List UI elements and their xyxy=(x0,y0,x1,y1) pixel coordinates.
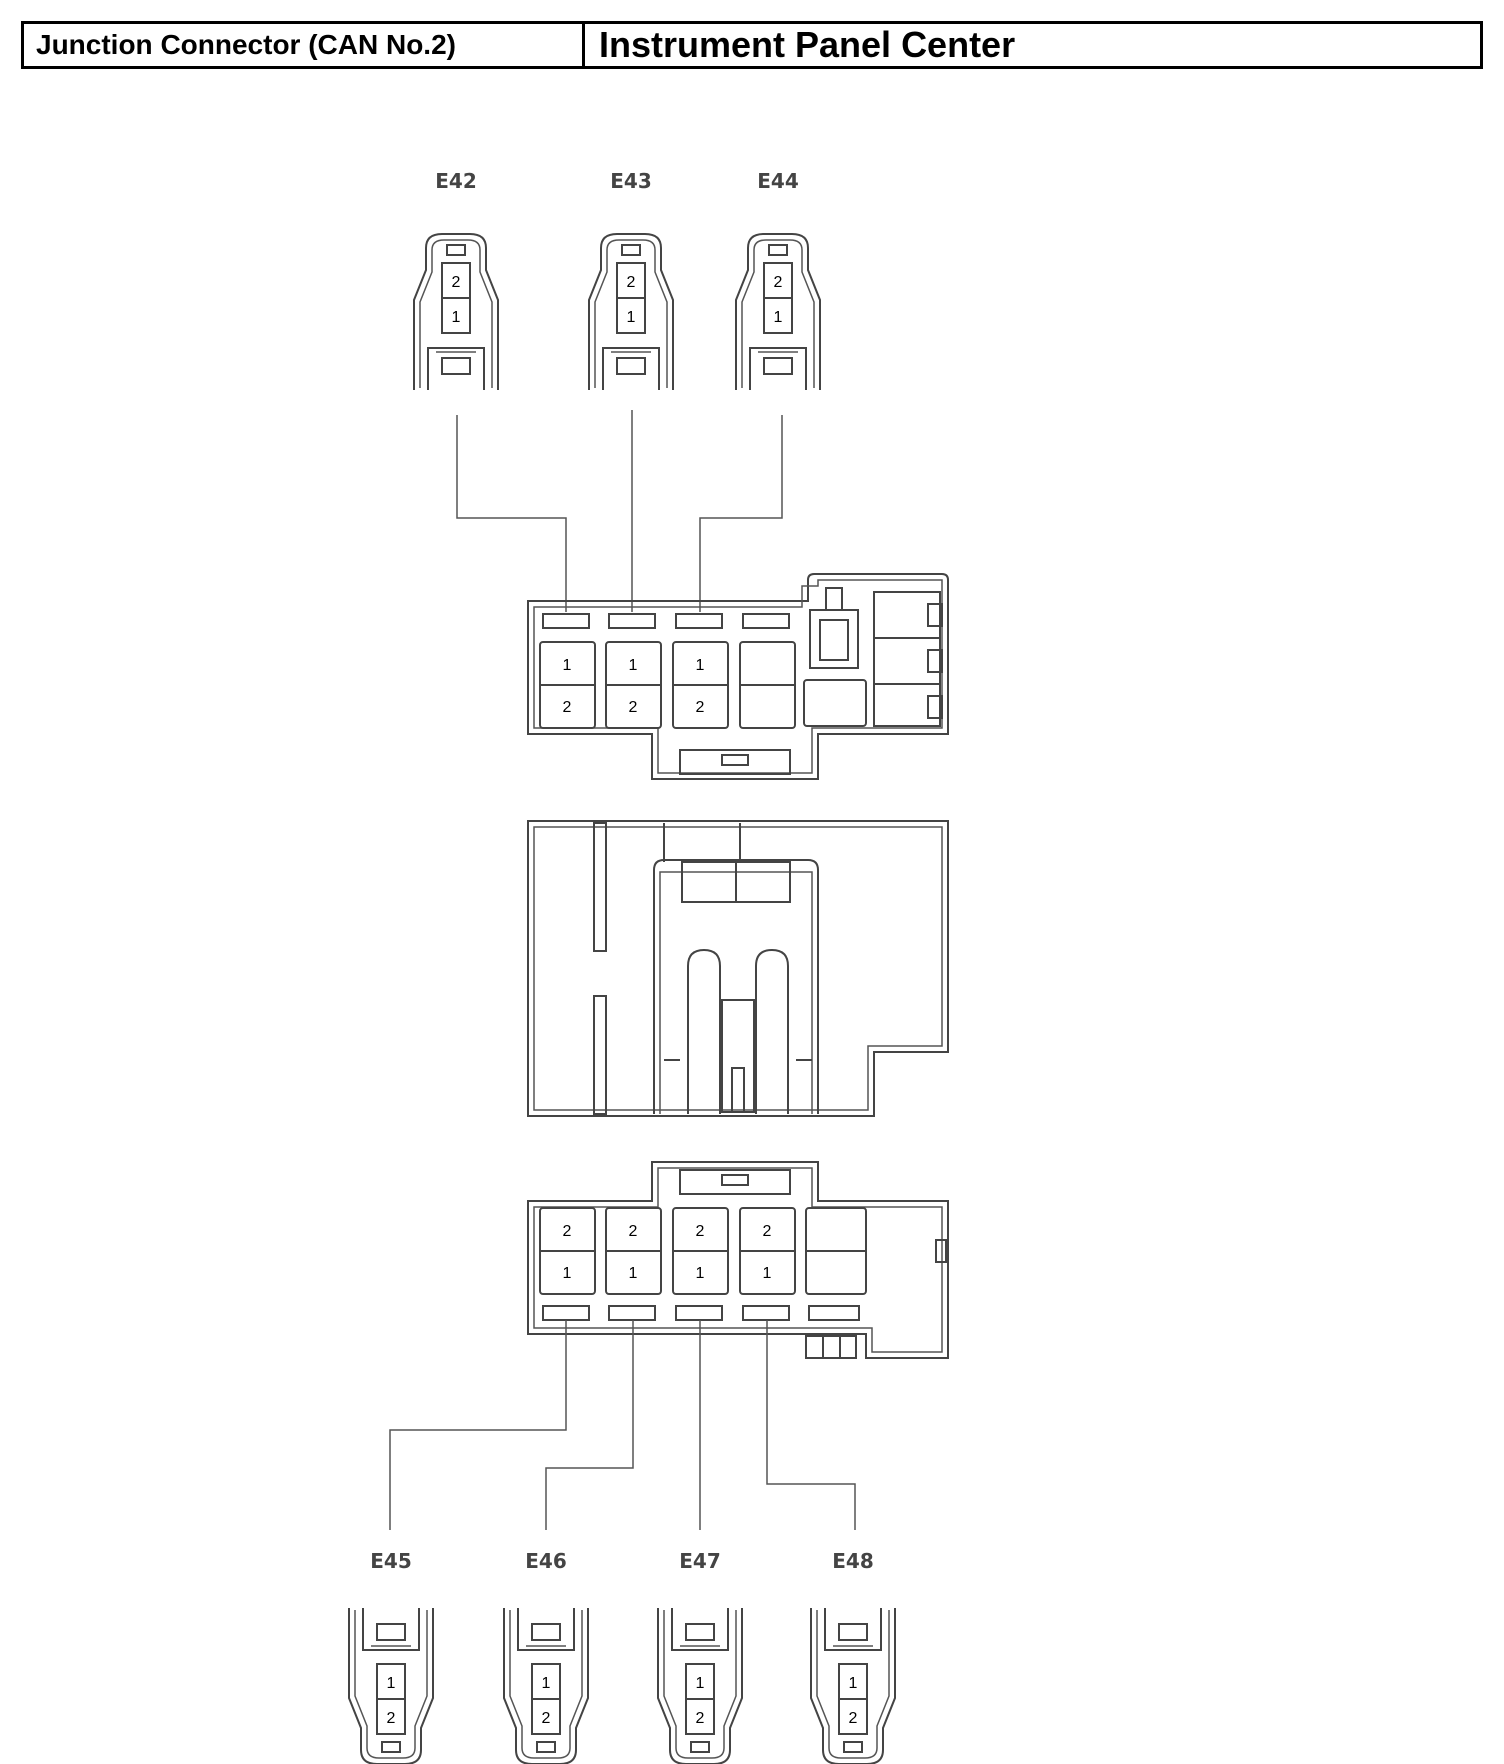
e42-pin-lower: 1 xyxy=(452,309,461,326)
junction-bottom-cell-1: 2 1 xyxy=(539,1207,596,1321)
e42-pin-upper: 2 xyxy=(452,274,461,291)
connector-e43-label: E43 xyxy=(610,169,652,193)
connector-e42: E42 2 1 xyxy=(413,169,499,390)
junction-bottom-cell-2: 2 1 xyxy=(605,1207,662,1321)
e48-pin-lower: 2 xyxy=(849,1710,858,1727)
junction-top-cell-1-pin-a: 1 xyxy=(563,657,572,674)
connector-e43: E43 2 1 xyxy=(588,169,674,390)
connector-e45: E45 1 2 xyxy=(348,1549,434,1764)
connector-e48: E48 1 2 xyxy=(810,1549,896,1764)
leader-lines-bottom xyxy=(389,1320,856,1530)
junction-bottom-cell-4-pin-a: 2 xyxy=(763,1223,772,1240)
e47-pin-upper: 1 xyxy=(696,1675,705,1692)
junction-bottom-cell-4-pin-b: 1 xyxy=(763,1265,772,1282)
connector-e48-label: E48 xyxy=(832,1549,874,1573)
junction-bottom-cell-4: 2 1 xyxy=(739,1207,796,1321)
e46-pin-lower: 2 xyxy=(542,1710,551,1727)
leader-lines-top xyxy=(456,410,783,612)
junction-top-cell-3: 1 2 xyxy=(672,613,729,729)
e44-pin-upper: 2 xyxy=(774,274,783,291)
connector-e44-label: E44 xyxy=(757,169,799,193)
e45-pin-upper: 1 xyxy=(387,1675,396,1692)
title-bar: Junction Connector (CAN No.2) Instrument… xyxy=(21,21,1483,69)
connector-name: Junction Connector (CAN No.2) xyxy=(24,24,585,66)
e43-pin-upper: 2 xyxy=(627,274,636,291)
e46-pin-upper: 1 xyxy=(542,1675,551,1692)
connector-e46: E46 1 2 xyxy=(503,1549,589,1764)
junction-bottom-cell-3: 2 1 xyxy=(672,1207,729,1321)
junction-bottom-view: 2 1 2 1 2 1 2 1 xyxy=(527,1161,949,1359)
connector-e46-label: E46 xyxy=(525,1549,567,1573)
e44-pin-lower: 1 xyxy=(774,309,783,326)
e48-pin-upper: 1 xyxy=(849,1675,858,1692)
junction-top-cell-3-pin-a: 1 xyxy=(696,657,705,674)
junction-side-view xyxy=(527,820,949,1117)
junction-top-cell-1-pin-b: 2 xyxy=(563,699,572,716)
junction-top-cell-2-pin-a: 1 xyxy=(629,657,638,674)
junction-top-cell-2: 1 2 xyxy=(605,613,662,729)
junction-bottom-cell-1-pin-a: 2 xyxy=(563,1223,572,1240)
junction-bottom-cell-3-pin-a: 2 xyxy=(696,1223,705,1240)
junction-bottom-cell-1-pin-b: 1 xyxy=(563,1265,572,1282)
connector-e44: E44 2 1 xyxy=(735,169,821,390)
junction-bottom-cell-2-pin-a: 2 xyxy=(629,1223,638,1240)
e43-pin-lower: 1 xyxy=(627,309,636,326)
connector-e42-label: E42 xyxy=(435,169,477,193)
junction-top-view: 1 2 1 2 1 2 xyxy=(527,573,949,780)
connector-e45-label: E45 xyxy=(370,1549,412,1573)
junction-top-cell-2-pin-b: 2 xyxy=(629,699,638,716)
junction-bottom-cell-2-pin-b: 1 xyxy=(629,1265,638,1282)
connector-e47: E47 1 2 xyxy=(657,1549,743,1764)
junction-top-cell-3-pin-b: 2 xyxy=(696,699,705,716)
location-name: Instrument Panel Center xyxy=(599,24,1016,65)
e47-pin-lower: 2 xyxy=(696,1710,705,1727)
connector-e47-label: E47 xyxy=(679,1549,721,1573)
e45-pin-lower: 2 xyxy=(387,1710,396,1727)
junction-bottom-cell-3-pin-b: 1 xyxy=(696,1265,705,1282)
junction-top-cell-1: 1 2 xyxy=(539,613,596,729)
